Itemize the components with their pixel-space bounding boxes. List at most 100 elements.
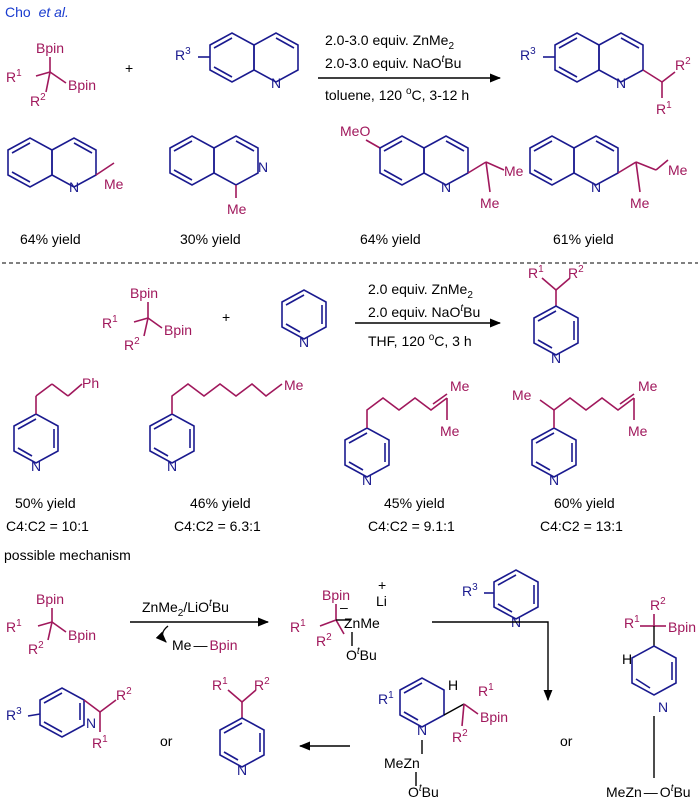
bpin-label: Bpin bbox=[480, 709, 508, 725]
sup-label: 2 bbox=[578, 264, 584, 275]
li-label: Li bbox=[376, 593, 387, 609]
mech-reagent: ZnMe2/LiOtBu bbox=[142, 598, 229, 619]
r2-yield-3: 45% yield bbox=[384, 495, 445, 511]
bpin-label: Bpin bbox=[68, 77, 96, 93]
me-label: Me bbox=[504, 163, 524, 179]
r1-diboryl-reagent: Bpin Bpin R1 R2 bbox=[6, 40, 96, 109]
sup-label: 1 bbox=[300, 618, 306, 629]
n-label: N bbox=[551, 350, 561, 366]
n-label: N bbox=[167, 458, 177, 474]
r-label: R bbox=[175, 47, 185, 63]
me-label: Me bbox=[104, 176, 124, 192]
svg-text:R2: R2 bbox=[28, 640, 44, 657]
plus-sign: + bbox=[222, 309, 230, 325]
bpin-label: Bpin bbox=[164, 322, 192, 338]
r2-yield-2: 46% yield bbox=[190, 495, 251, 511]
sup-label: 1 bbox=[16, 618, 22, 629]
n-label: N bbox=[549, 472, 559, 488]
methoxy-label: MeO bbox=[340, 123, 370, 139]
me-zn-label: MeZn bbox=[384, 755, 420, 771]
r1-reagent-line2: 2.0-3.0 equiv. NaOtBu bbox=[325, 54, 461, 71]
r-label: R bbox=[520, 47, 530, 63]
bpin-label: Bpin bbox=[130, 285, 158, 301]
sup-label: 1 bbox=[666, 100, 672, 111]
n-label: N bbox=[417, 722, 427, 738]
sup-label: 2 bbox=[326, 632, 332, 643]
r2-example-1: N Ph bbox=[13, 375, 99, 474]
svg-text:R1: R1 bbox=[6, 68, 22, 85]
o-label: O bbox=[346, 647, 357, 663]
r-label: R bbox=[290, 619, 300, 635]
svg-text:R1: R1 bbox=[290, 618, 306, 635]
me-label: Me bbox=[668, 162, 688, 178]
n-label: N bbox=[591, 179, 601, 195]
r2-selectivity-1: C4:C2 = 10:1 bbox=[6, 518, 89, 534]
plus-charge: + bbox=[378, 577, 386, 593]
r1-yield-4: 61% yield bbox=[553, 231, 614, 247]
svg-text:R2: R2 bbox=[650, 596, 666, 613]
me-zn-label: MeZn bbox=[606, 784, 642, 800]
sup-label: 1 bbox=[112, 314, 118, 325]
r-label: R bbox=[378, 691, 388, 707]
sup-label: 3 bbox=[185, 46, 191, 57]
r1-example-1: N Me bbox=[7, 137, 124, 195]
or-label-1: or bbox=[160, 733, 173, 749]
me-label: Me bbox=[630, 195, 650, 211]
sup-label: 1 bbox=[16, 68, 22, 79]
citation-author: Cho bbox=[5, 4, 31, 20]
sup-label: 2 bbox=[126, 686, 132, 697]
svg-text:R1: R1 bbox=[378, 690, 394, 707]
r-label: R bbox=[650, 597, 660, 613]
r2-example-3: N Me Me bbox=[344, 378, 470, 488]
sup-label: 1 bbox=[222, 676, 228, 687]
r1-yield-2: 30% yield bbox=[180, 231, 241, 247]
me-label: Me bbox=[440, 423, 460, 439]
o-label: O bbox=[408, 784, 419, 800]
r-label: R bbox=[452, 729, 462, 745]
mech-c4-product: R1 R2 N bbox=[212, 676, 270, 778]
r2-selectivity-3: C4:C2 = 9.1:1 bbox=[368, 518, 455, 534]
r1-reagent-line1: 2.0-3.0 equiv. ZnMe2 bbox=[325, 32, 454, 52]
svg-text:OtBu: OtBu bbox=[408, 783, 439, 800]
n-label: N bbox=[258, 159, 268, 175]
r-label: R bbox=[675, 57, 685, 73]
minus-charge: – bbox=[340, 599, 348, 615]
sup-label: 1 bbox=[538, 264, 544, 275]
r2-selectivity-2: C4:C2 = 6.3:1 bbox=[174, 518, 261, 534]
r2-reagent-line2: 2.0 equiv. NaOtBu bbox=[368, 303, 480, 320]
svg-text:R3: R3 bbox=[462, 582, 478, 599]
zincate-intermediate: Bpin R1 R2 ZnMe – OtBu + Li bbox=[290, 577, 387, 663]
n-label: N bbox=[299, 334, 309, 350]
zn-me-label: ZnMe bbox=[344, 615, 380, 631]
sup-label: 3 bbox=[472, 582, 478, 593]
r2-yield-4: 60% yield bbox=[554, 495, 615, 511]
me-label: Me bbox=[284, 377, 304, 393]
n-label: N bbox=[616, 75, 626, 91]
byproduct: Me—Bpin bbox=[172, 637, 237, 653]
svg-text:R1: R1 bbox=[212, 676, 228, 693]
svg-text:R1: R1 bbox=[102, 314, 118, 331]
svg-text:R3: R3 bbox=[520, 46, 536, 63]
plus-sign: + bbox=[125, 60, 133, 76]
sup-label: 2 bbox=[264, 676, 270, 687]
svg-text:R2: R2 bbox=[254, 676, 270, 693]
svg-text:R2: R2 bbox=[452, 728, 468, 745]
sup-label: 3 bbox=[530, 46, 536, 57]
r1-yield-3: 64% yield bbox=[360, 231, 421, 247]
svg-text:R3: R3 bbox=[175, 46, 191, 63]
n-label: N bbox=[658, 699, 668, 715]
svg-text:OtBu: OtBu bbox=[346, 646, 377, 663]
r1-example-4: N Me Me bbox=[529, 135, 688, 211]
sup-label: 2 bbox=[462, 728, 468, 739]
r-label: R bbox=[6, 707, 16, 723]
sup-label: 2 bbox=[38, 640, 44, 651]
t-label: t bbox=[357, 646, 361, 657]
h-label: H bbox=[448, 677, 458, 693]
mech-c2-product: N R3 R2 R1 bbox=[6, 686, 132, 751]
c4-adduct-intermediate: R1 R2 Bpin H N MeZn—OtBu bbox=[606, 596, 696, 800]
bpin-label: Bpin bbox=[668, 619, 696, 635]
svg-text:MeZn—OtBu: MeZn—OtBu bbox=[606, 783, 691, 800]
r2-pyridine: N bbox=[281, 289, 327, 350]
byproduct-curve-arrow bbox=[155, 625, 169, 643]
